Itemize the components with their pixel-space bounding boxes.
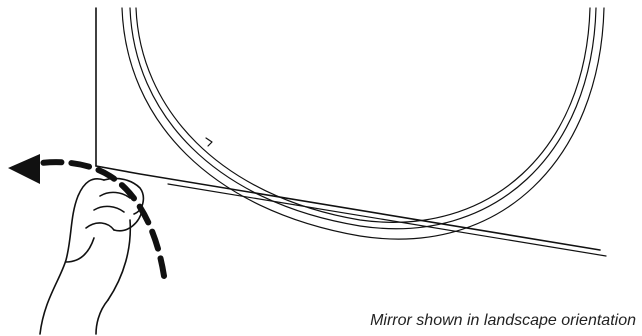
mirror-rings <box>121 7 605 240</box>
mount-bracket <box>205 137 213 147</box>
dashed-arrow-path <box>31 159 167 279</box>
arrow-head-icon <box>8 154 40 184</box>
mirror-bottom-edge <box>95 165 601 251</box>
mirror-frame-lower <box>167 183 607 257</box>
orientation-caption: Mirror shown in landscape orientation <box>370 312 636 329</box>
hand-icon <box>39 177 145 335</box>
